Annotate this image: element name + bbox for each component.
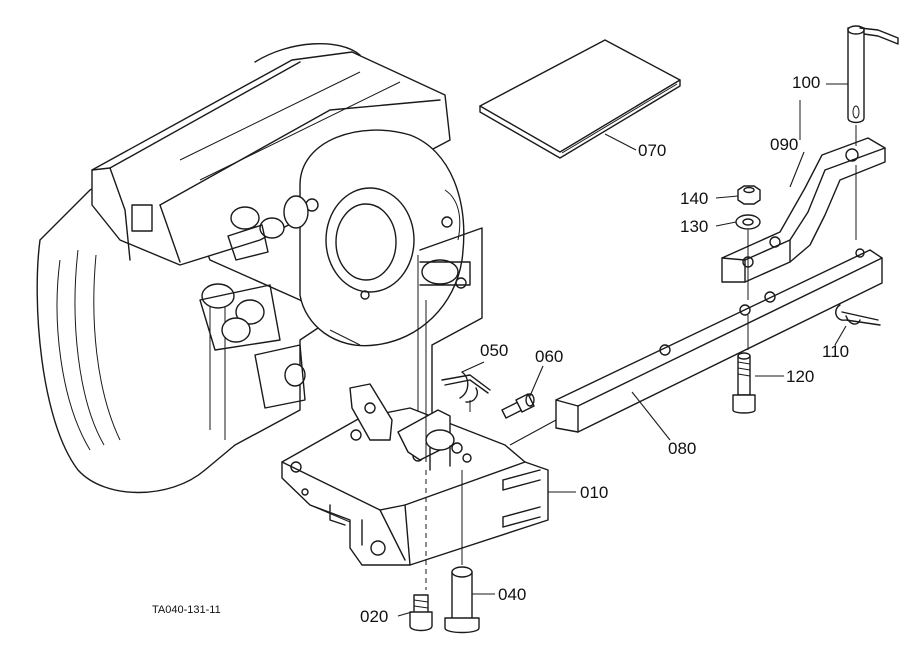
grease-fitting-part — [501, 393, 535, 419]
label-110: 110 — [822, 342, 849, 361]
label-140: 140 — [680, 189, 708, 208]
clip-part — [441, 371, 491, 403]
label-120: 120 — [786, 367, 814, 386]
part-labels: 010 020 040 050 060 070 080 090 100 110 … — [360, 73, 849, 626]
linch-pin-part — [835, 304, 881, 326]
label-130: 130 — [680, 217, 708, 236]
label-060: 060 — [535, 347, 563, 366]
drawbar-part — [555, 248, 883, 433]
label-040: 040 — [498, 585, 526, 604]
label-090: 090 — [770, 135, 798, 154]
label-100: 100 — [792, 73, 820, 92]
label-020: 020 — [360, 607, 388, 626]
label-070: 070 — [638, 141, 666, 160]
rubber-sheet-part — [479, 39, 681, 159]
hitch-plate-part — [721, 137, 886, 283]
small-bolt-part — [409, 594, 433, 632]
bolt-part — [732, 352, 756, 414]
hitch-pin-part — [847, 25, 899, 124]
label-050: 050 — [480, 341, 508, 360]
assembly-center-lines — [425, 100, 857, 590]
leader-lines — [397, 83, 848, 617]
label-080: 080 — [668, 439, 696, 458]
hitch-bracket-part — [281, 383, 549, 566]
nut-part — [737, 185, 761, 205]
pivot-pin-part — [444, 566, 480, 634]
washer-part — [735, 214, 761, 230]
label-010: 010 — [580, 483, 608, 502]
drawing-code: TA040-131-11 — [152, 604, 221, 616]
engine-illustration — [36, 42, 483, 494]
